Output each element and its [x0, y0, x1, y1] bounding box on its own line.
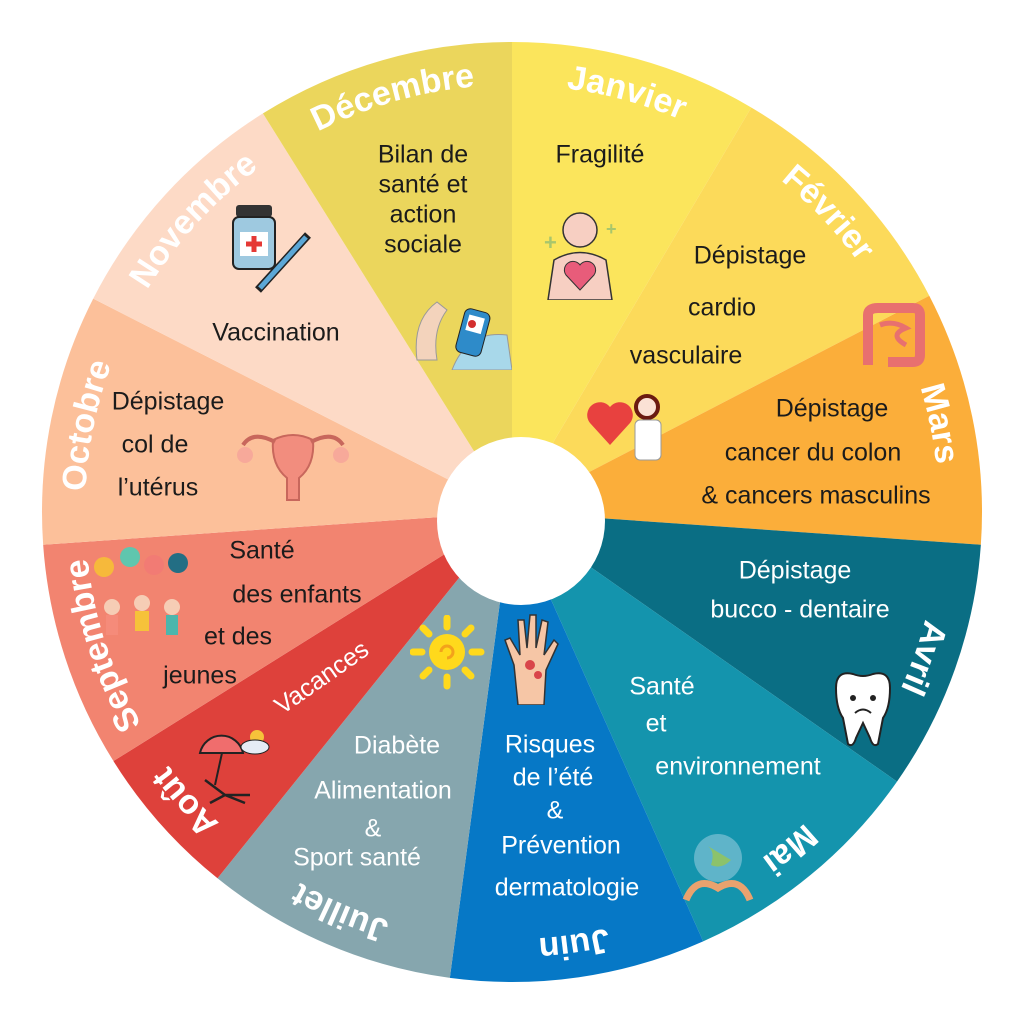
patient-heart-icon: ++ [544, 212, 617, 300]
theme-decembre-line: sociale [384, 230, 462, 259]
theme-octobre-line: col de [121, 430, 189, 459]
theme-septembre-line: et des [203, 622, 273, 651]
center-hole [437, 437, 605, 605]
theme-mai-line: environnement [655, 752, 821, 781]
theme-decembre-line: santé et [378, 170, 468, 199]
theme-juillet-line: Sport santé [293, 843, 421, 872]
beach-chair-icon [198, 730, 270, 805]
theme-mai-line: et [645, 709, 667, 738]
tooth-icon [834, 672, 892, 747]
doctor-heart-icon [587, 394, 662, 461]
vaccine-icon [232, 205, 311, 293]
theme-juin-line: & [546, 796, 564, 825]
theme-juillet-line: Alimentation [314, 776, 452, 805]
wedge-mai [512, 512, 898, 942]
theme-juin-line: Prévention [501, 831, 621, 860]
theme-juillet-line: Diabète [353, 731, 441, 760]
theme-janvier-line: Fragilité [555, 140, 645, 169]
theme-septembre-line: des enfants [232, 580, 362, 609]
svg-text:+: + [544, 230, 557, 255]
wedge-janvier [512, 42, 752, 512]
intestine-icon [863, 303, 925, 367]
theme-juillet-line: & [364, 814, 382, 843]
wedge-juin [449, 512, 704, 982]
theme-fevrier-line: cardio [687, 293, 757, 322]
theme-juin-line: de l’été [512, 763, 594, 792]
theme-decembre-line: action [389, 200, 457, 229]
theme-novembre-line: Vaccination [212, 318, 340, 347]
theme-avril-line: Dépistage [738, 556, 852, 585]
theme-mars-line: cancer du colon [724, 438, 902, 467]
wedge-septembre [43, 512, 512, 762]
theme-octobre-line: Dépistage [111, 387, 225, 416]
glucose-meter-icon [415, 301, 512, 370]
theme-septembre-line: jeunes [163, 661, 237, 690]
children-balloons-icon [94, 547, 188, 635]
wedge-décembre [262, 42, 512, 512]
theme-octobre-line: l’utérus [117, 473, 199, 502]
hand-skin-icon [504, 614, 559, 705]
wedge-juillet [217, 512, 512, 978]
wedge-octobre [42, 298, 513, 545]
theme-mars-line: & cancers masculins [701, 481, 931, 510]
uterus-icon [237, 434, 349, 501]
theme-avril-line: bucco - dentaire [710, 595, 890, 624]
sun-icon [410, 615, 485, 690]
svg-text:+: + [606, 219, 617, 239]
theme-decembre-line: Bilan de [377, 140, 469, 169]
earth-hands-icon [682, 834, 754, 902]
theme-septembre-line: Santé [229, 536, 295, 565]
theme-juin-line: Risques [504, 730, 596, 759]
theme-fevrier-line: Dépistage [693, 241, 807, 270]
theme-juin-line: dermatologie [494, 873, 640, 902]
theme-fevrier-line: vasculaire [629, 341, 743, 370]
theme-mars-line: Dépistage [775, 394, 889, 423]
wedge-novembre [93, 113, 513, 513]
theme-mai-line: Santé [629, 672, 695, 701]
